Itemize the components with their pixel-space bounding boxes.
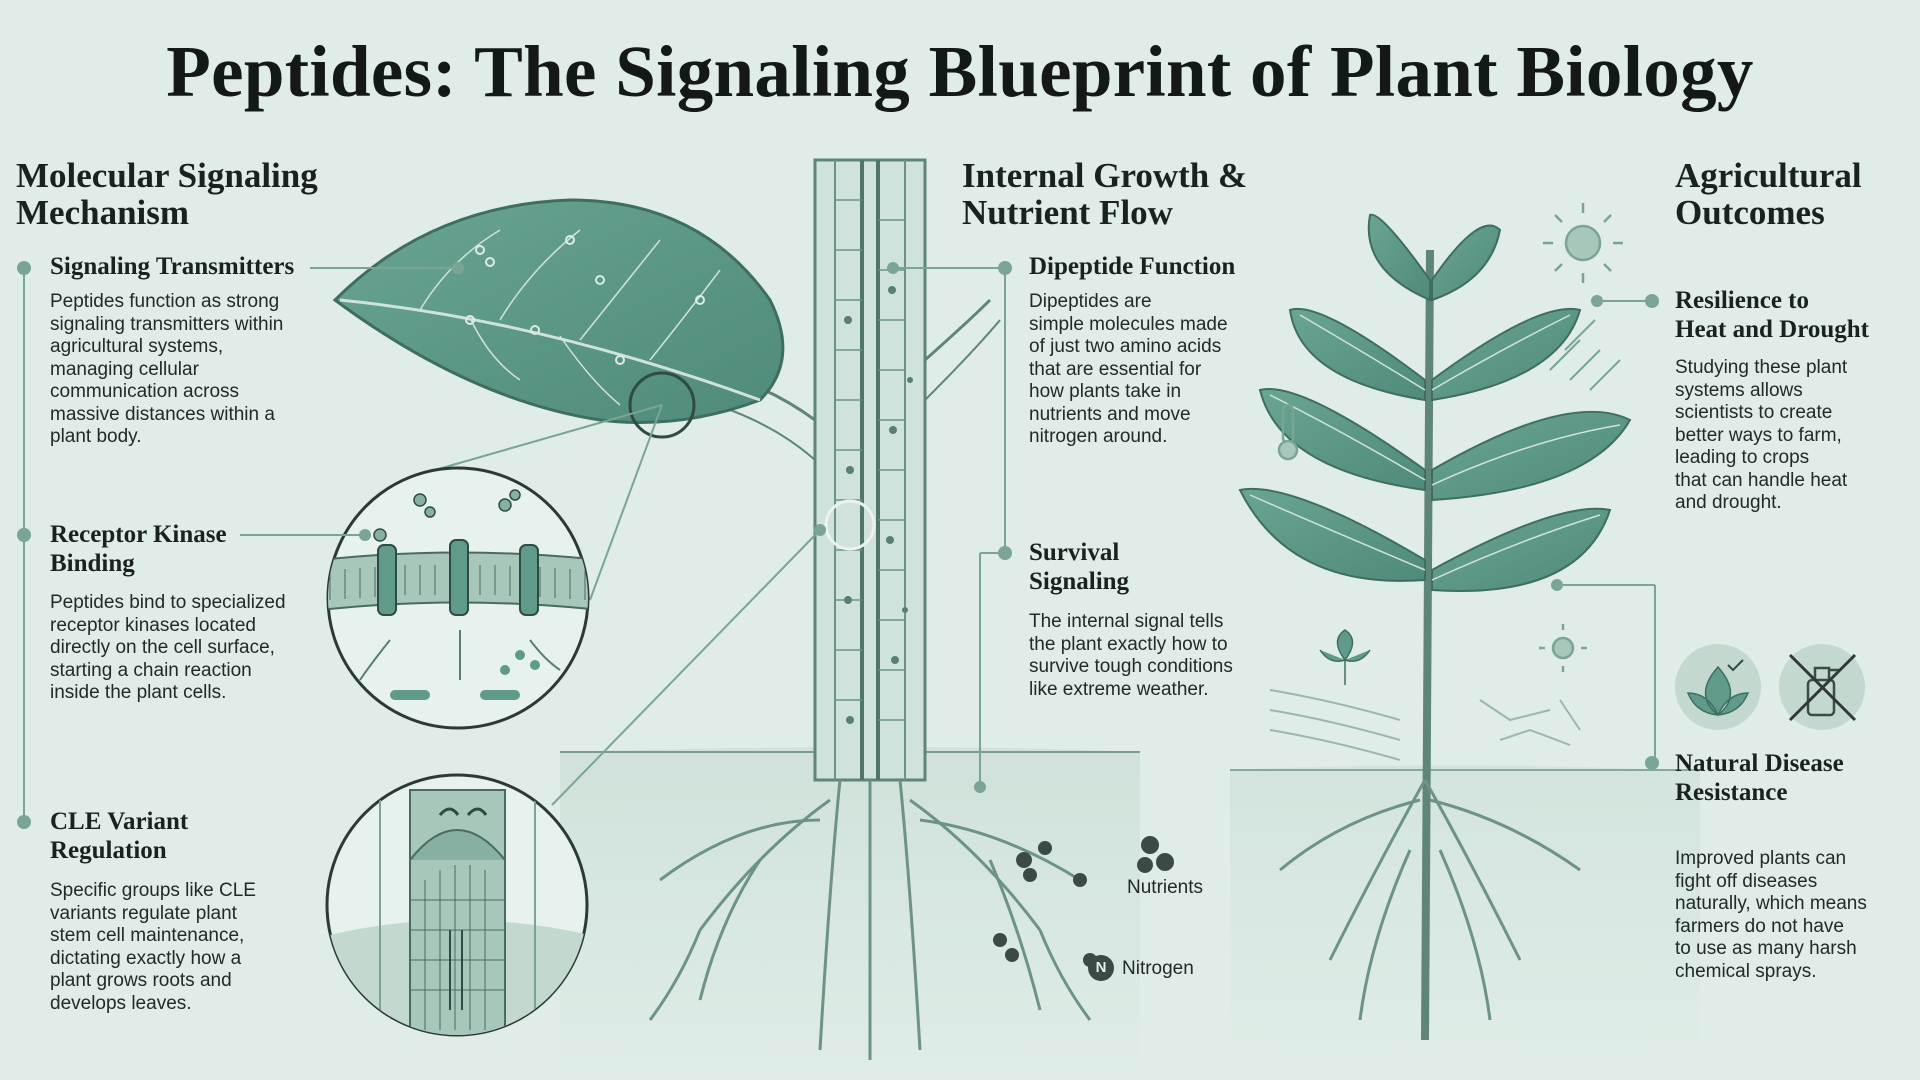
- root-tip-icon: [325, 773, 589, 1037]
- healthy-leaf-icon: [1675, 644, 1761, 730]
- bullet-dot: [17, 261, 31, 275]
- item-body-cle-variant: Specific groups like CLE variants regula…: [50, 880, 256, 1014]
- nutrients-label: Nutrients: [1127, 877, 1204, 898]
- item-title-survival-signaling: Survival Signaling: [1029, 539, 1130, 595]
- section-heading-molecular: Molecular Signaling Mechanism: [16, 156, 318, 232]
- item-body-resilience: Studying these plant systems allows scie…: [1675, 357, 1848, 513]
- item-title-signaling-transmitters: Signaling Transmitters: [50, 253, 295, 280]
- sun-icon: [1539, 203, 1623, 672]
- no-spray-icon: [1779, 644, 1865, 730]
- zoom-connectors: [434, 404, 821, 806]
- bullet-dot: [17, 815, 31, 829]
- stem-vessel-icon: [608, 158, 1001, 782]
- nitrogen-symbol: N: [1088, 955, 1114, 981]
- nitrogen-label: Nitrogen: [1122, 958, 1194, 979]
- connector-dots: [359, 262, 1603, 793]
- page-title: Peptides: The Signaling Blueprint of Pla…: [166, 31, 1754, 112]
- cell-membrane-icon: [326, 466, 590, 730]
- bullet-dot: [1645, 294, 1659, 308]
- item-title-receptor-kinase: Receptor Kinase Binding: [50, 521, 227, 577]
- bullet-dot: [1645, 756, 1659, 770]
- section-heading-agricultural: Agricultural Outcomes: [1675, 156, 1862, 232]
- center-roots: [648, 779, 1092, 1060]
- thermometer-icon: [1277, 403, 1299, 461]
- item-body-dipeptide-function: Dipeptides are simple molecules made of …: [1029, 291, 1228, 447]
- item-body-survival-signaling: The internal signal tells the plant exac…: [1029, 611, 1233, 700]
- bullet-dot: [17, 528, 31, 542]
- item-body-disease-resistance: Improved plants can fight off diseases n…: [1675, 848, 1867, 982]
- connector-lines: [23, 267, 1656, 822]
- bullet-dot: [998, 546, 1012, 560]
- item-body-signaling-transmitters: Peptides function as strong signaling tr…: [50, 291, 284, 447]
- item-title-disease-resistance: Natural Disease Resistance: [1675, 750, 1844, 806]
- leaf-icon: [332, 198, 785, 439]
- item-body-receptor-kinase: Peptides bind to specialized receptor ki…: [50, 592, 286, 703]
- soil-ground: [560, 747, 1700, 1070]
- item-title-resilience: Resilience to Heat and Drought: [1675, 287, 1870, 343]
- heat-arrows-icon: [1549, 319, 1621, 391]
- plant-icon: [1238, 213, 1632, 1041]
- item-title-cle-variant: CLE Variant Regulation: [50, 808, 189, 864]
- bullet-dot: [998, 261, 1012, 275]
- item-title-dipeptide-function: Dipeptide Function: [1029, 253, 1236, 280]
- section-heading-internal: Internal Growth & Nutrient Flow: [962, 156, 1248, 232]
